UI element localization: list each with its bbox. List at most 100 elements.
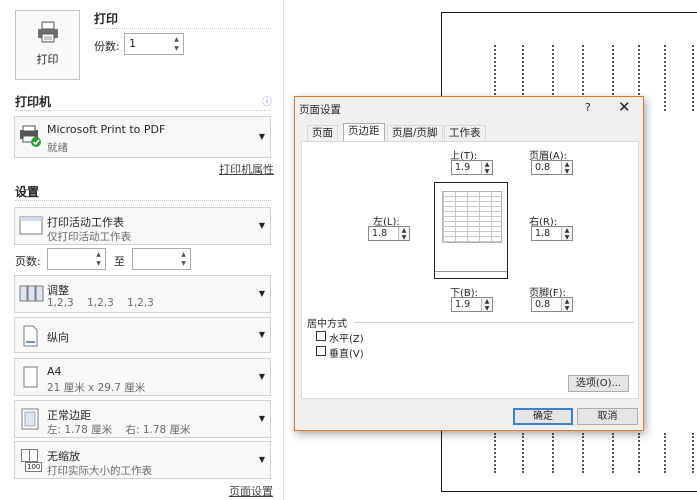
- scaling-title: 无缩放: [47, 450, 80, 463]
- scaling-select[interactable]: 100 无缩放 打印实际大小的工作表 ▼: [14, 441, 271, 479]
- pages-label: 页数:: [15, 255, 41, 268]
- close-icon[interactable]: ✕: [618, 98, 631, 116]
- preview-column: [612, 433, 614, 473]
- pages-to-input[interactable]: ▲▼: [132, 248, 191, 270]
- vertical-checkbox[interactable]: [316, 346, 326, 356]
- preview-column: [552, 433, 554, 473]
- footer-margin-value: 0.8: [535, 299, 551, 310]
- no-scaling-icon: 100: [19, 449, 43, 473]
- printer-ready-icon: [20, 125, 41, 147]
- right-margin-label: 右(R):: [529, 217, 558, 228]
- help-icon[interactable]: ?: [585, 101, 591, 114]
- spinner-arrows-icon[interactable]: ▲▼: [398, 227, 409, 241]
- dialog-title: 页面设置: [299, 104, 341, 116]
- divider: [94, 28, 271, 29]
- preview-column: [582, 433, 584, 473]
- paper-size-select[interactable]: A4 21 厘米 x 29.7 厘米 ▼: [14, 358, 271, 396]
- print-scope-title: 打印活动工作表: [47, 216, 124, 229]
- collate-subtitle: 1,2,3 1,2,3 1,2,3: [47, 297, 154, 309]
- orientation-select[interactable]: 纵向 ▼: [14, 317, 271, 353]
- collate-title: 调整: [47, 284, 69, 297]
- print-button[interactable]: 打印: [15, 10, 80, 80]
- print-scope-select[interactable]: 打印活动工作表 仅打印活动工作表 ▼: [14, 207, 271, 245]
- orientation-title: 纵向: [47, 331, 69, 344]
- chevron-down-icon: ▼: [258, 372, 265, 381]
- spinner-arrows-icon[interactable]: ▲▼: [561, 161, 572, 175]
- printer-header: 打印机: [15, 95, 52, 109]
- preview-column: [494, 433, 496, 473]
- paper-size-title: A4: [47, 365, 62, 378]
- page-setup-dialog: 页面设置 ? ✕ 页面 页边距 页眉/页脚 工作表 上(T): 1.9 ▲▼ 页…: [294, 96, 644, 431]
- print-title: 打印: [94, 12, 119, 26]
- margins-title: 正常边距: [47, 409, 91, 422]
- page-grid: [442, 191, 502, 243]
- horizontal-checkbox[interactable]: [316, 331, 326, 341]
- horizontal-label: 水平(Z): [329, 334, 364, 345]
- paper-icon: [23, 366, 38, 388]
- preview-column: [552, 45, 554, 111]
- print-scope-subtitle: 仅打印活动工作表: [47, 231, 131, 243]
- info-icon[interactable]: ⓘ: [262, 97, 272, 108]
- preview-column: [692, 433, 694, 473]
- copies-input[interactable]: 1 ▲▼: [124, 33, 184, 55]
- bottom-margin-value: 1.9: [455, 299, 471, 310]
- margins-subtitle: 左: 1.78 厘米 右: 1.78 厘米: [47, 424, 191, 436]
- margins-icon: [21, 408, 39, 430]
- preview-column: [638, 433, 640, 473]
- printer-icon: [38, 21, 58, 43]
- ok-button[interactable]: 确定: [513, 408, 573, 425]
- footer-margin-input[interactable]: 0.8 ▲▼: [531, 297, 573, 312]
- cancel-button[interactable]: 取消: [577, 408, 638, 425]
- margins-select[interactable]: 正常边距 左: 1.78 厘米 右: 1.78 厘米 ▼: [14, 400, 271, 438]
- copies-label: 份数:: [94, 40, 120, 53]
- preview-column: [664, 433, 666, 473]
- top-margin-input[interactable]: 1.9 ▲▼: [451, 160, 493, 175]
- preview-column: [692, 45, 694, 111]
- printer-select[interactable]: Microsoft Print to PDF 就绪 ▼: [14, 116, 271, 158]
- divider: [354, 322, 634, 323]
- collate-icon: [19, 285, 44, 302]
- paper-size-subtitle: 21 厘米 x 29.7 厘米: [47, 382, 146, 394]
- chevron-down-icon: ▼: [258, 132, 265, 141]
- preview-column: [494, 45, 496, 111]
- tab-header-footer[interactable]: 页眉/页脚: [387, 125, 443, 141]
- top-margin-label: 上(T):: [450, 151, 478, 162]
- spinner-arrows-icon[interactable]: ▲▼: [561, 298, 572, 312]
- tab-page[interactable]: 页面: [307, 125, 338, 141]
- pages-from-input[interactable]: ▲▼: [47, 248, 106, 270]
- spinner-arrows-icon[interactable]: ▲▼: [481, 298, 492, 312]
- bottom-margin-label: 下(B):: [450, 288, 479, 299]
- tab-sheet[interactable]: 工作表: [444, 125, 486, 141]
- right-margin-input[interactable]: 1.8 ▲▼: [531, 226, 573, 241]
- spinner-arrows-icon[interactable]: ▲▼: [181, 251, 186, 267]
- scaling-subtitle: 打印实际大小的工作表: [47, 465, 152, 477]
- divider: [15, 200, 271, 201]
- spinner-arrows-icon[interactable]: ▲▼: [96, 251, 101, 267]
- printer-name: Microsoft Print to PDF: [47, 123, 166, 136]
- spinner-arrows-icon[interactable]: ▲▼: [561, 227, 572, 241]
- vertical-label: 垂直(V): [329, 349, 364, 360]
- left-margin-label: 左(L):: [373, 217, 400, 228]
- printer-properties-link[interactable]: 打印机属性: [219, 163, 274, 176]
- divider: [15, 110, 271, 111]
- spinner-arrows-icon[interactable]: ▲▼: [174, 36, 179, 52]
- tab-margins[interactable]: 页边距: [343, 123, 385, 141]
- pages-to-label: 至: [114, 255, 125, 268]
- portrait-page-icon: [23, 325, 38, 347]
- bottom-margin-input[interactable]: 1.9 ▲▼: [451, 297, 493, 312]
- preview-column: [522, 433, 524, 473]
- print-button-label: 打印: [36, 53, 59, 66]
- spinner-arrows-icon[interactable]: ▲▼: [481, 161, 492, 175]
- print-settings-panel: 打印 打印 份数: 1 ▲▼ 打印机 ⓘ Microsoft Print to …: [0, 0, 284, 500]
- page-setup-link[interactable]: 页面设置: [229, 485, 273, 498]
- left-margin-input[interactable]: 1.8 ▲▼: [368, 226, 410, 241]
- preview-column: [638, 45, 640, 111]
- center-on-page-label: 居中方式: [307, 319, 347, 330]
- chevron-down-icon: ▼: [258, 330, 265, 339]
- margins-tab-pane: 上(T): 1.9 ▲▼ 页眉(A): 0.8 ▲▼ 左(L): 1.8 ▲▼ …: [301, 141, 639, 399]
- page-diagram: [434, 182, 508, 279]
- collate-select[interactable]: 调整 1,2,3 1,2,3 1,2,3 ▼: [14, 275, 271, 313]
- options-button[interactable]: 选项(O)...: [568, 375, 629, 392]
- preview-column: [664, 45, 666, 111]
- header-margin-input[interactable]: 0.8 ▲▼: [531, 160, 573, 175]
